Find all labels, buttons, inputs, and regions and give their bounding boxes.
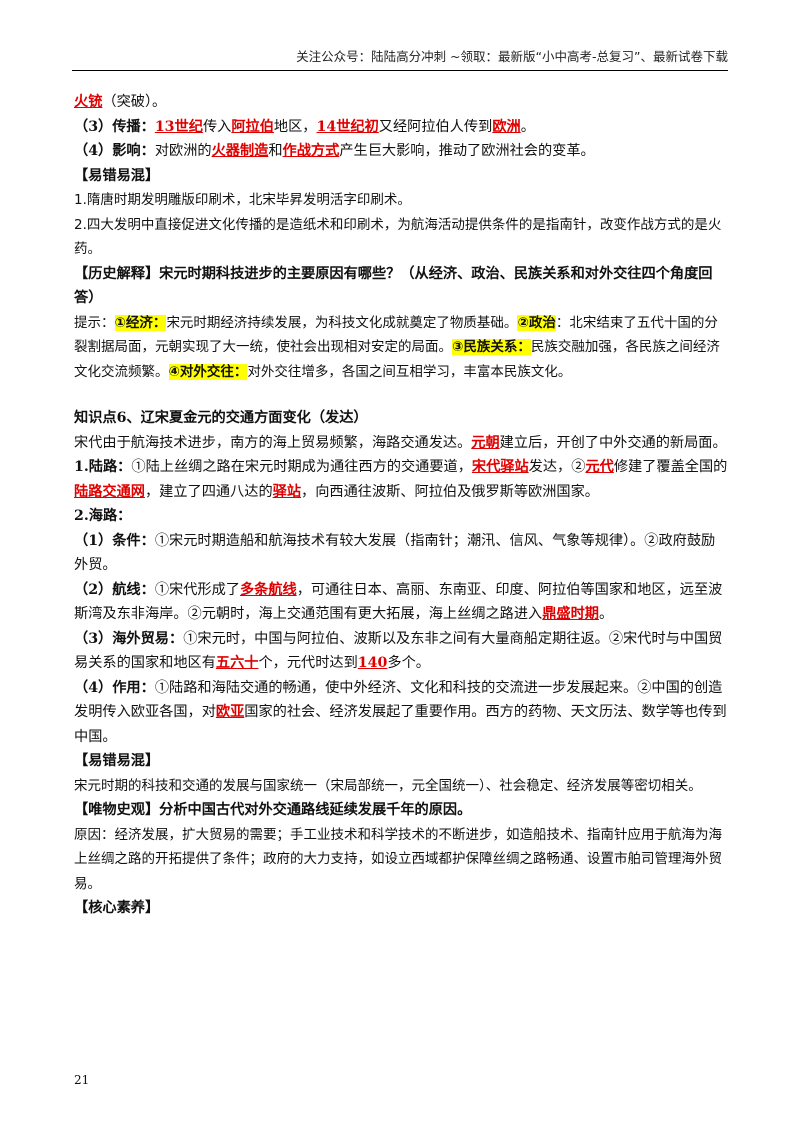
text: 修建了覆盖全国的 [613,459,728,475]
keyword: 元代 [585,459,614,475]
sea-route-heading: 2.海路： [74,508,132,524]
highlight: ③民族关系： [452,339,531,355]
text: 。 [598,606,614,622]
text: ①宋元时期造船和航海技术有较大发展（指南针；潮汛、信风、气象等规律）。②政府鼓励… [74,532,716,574]
text: ①陆路和海陆交通的畅通，使中外经济、文化和科技的交流进一步发展起来。②中国的创造… [74,679,723,721]
paragraph-four-inventions: 2.四大发明中直接促进文化传播的是造纸术和印刷术，为航海活动提供条件的是指南针，… [74,216,722,258]
text: ①陆上丝绸之路在宋元时期成为通往西方的交通要道， [131,459,472,475]
text: 宋代由于航海技术进步，南方的海上贸易频繁，海路交通发达。 [74,434,472,451]
spacer [74,384,728,406]
keyword: 陆路交通网 [74,483,145,500]
section-label-materialism: 【唯物史观】分析中国古代对外交通路线延续发展千年的原因。 [74,802,472,818]
section-label-core-literacy: 【核心素养】 [74,900,160,916]
page-number: 21 [74,1073,90,1087]
text: ①宋元时，中国与阿拉伯、波斯以及东非之间有大量商船定期往返。②宋代时与中国贸易关… [74,630,723,672]
text: 提示： [74,314,115,331]
keyword: 作战方式 [282,143,340,159]
item-heading: （1）条件： [74,532,155,549]
keyword: 五六十 [215,655,259,671]
header-divider [72,70,728,71]
paragraph-hint: 提示：①经济：宋元时期经济持续发展，为科技文化成就奠定了物质基础。②政治：北宋结… [74,311,728,385]
paragraph-firearm: 火铳（突破）。 [74,90,728,115]
text: 民族交融加强，各民族之间经济文化交流频繁。 [74,339,720,380]
keyword: 多条航线 [239,581,297,598]
section-title-transport: 知识点6、辽宋夏金元的交通方面变化（发达） [74,410,368,426]
keyword: 驿站 [272,483,302,500]
highlight: ④对外交往： [168,363,248,380]
item-heading: （4）作用： [74,679,155,696]
paragraph-land-route: 1.陆路：①陆上丝绸之路在宋元时期成为通往西方的交通要道，宋代驿站发达，②元代修… [74,455,728,504]
keyword: 13世纪 [154,118,203,135]
text: 产生巨大影响，推动了欧洲社会的变革。 [339,143,595,159]
keyword: 宋代驿站 [471,459,529,475]
paragraph-development: 宋元时期的科技和交通的发展与国家统一（宋局部统一，元全国统一）、社会稳定、经济发… [74,777,702,794]
text: 对欧洲的 [154,143,212,159]
text: 个，元代时达到 [258,655,358,671]
text: 和 [268,143,283,159]
item-heading: （3）海外贸易： [74,630,184,647]
section-label-history-explanation: 【历史解释】宋元时期科技进步的主要原因有哪些？（从经济、政治、民族关系和对外交往… [74,265,713,307]
text: 建立后，开创了中外交通的新局面。 [499,434,727,451]
keyword: 火铳 [74,94,103,110]
paragraph-song-navigation: 宋代由于航海技术进步，南方的海上贸易频繁，海路交通发达。元朝建立后，开创了中外交… [74,431,728,456]
text: 国家的社会、经济发展起了重要作用。西方的药物、天文历法、数学等也传到中国。 [74,704,727,745]
keyword: 火器制造 [211,143,269,159]
item-heading: 1.陆路： [74,459,132,475]
paragraph-reasons: 原因：经济发展，扩大贸易的需要；手工业技术和科学技术的不断进步，如造船技术、指南… [74,826,722,892]
text: ①宋代形成了 [154,581,240,598]
document-body: 火铳（突破）。 （3）传播：13世纪传入阿拉伯地区，14世纪初又经阿拉伯人传到欧… [74,90,728,921]
text: 。 [520,118,535,135]
paragraph-spread: （3）传播：13世纪传入阿拉伯地区，14世纪初又经阿拉伯人传到欧洲。 [74,115,728,140]
paragraph-sea-lanes: （2）航线：①宋代形成了多条航线，可通往日本、高丽、东南亚、印度、阿拉伯等国家和… [74,578,728,627]
paragraph-effects: （4）作用：①陆路和海陆交通的畅通，使中外经济、文化和科技的交流进一步发展起来。… [74,676,728,750]
paragraph-overseas-trade: （3）海外贸易：①宋元时，中国与阿拉伯、波斯以及东非之间有大量商船定期往返。②宋… [74,627,728,676]
highlight: ①经济： [114,314,167,331]
text: 又经阿拉伯人传到 [378,118,493,135]
text: ：北宋结束了五代十国的分裂割据局面，元朝实现了大一统，使社会出现相对安定的局面。 [74,314,718,356]
paragraph-printing: 1.隋唐时期发明雕版印刷术，北宋毕昇发明活字印刷术。 [74,192,411,208]
keyword: 欧洲 [492,118,521,135]
text: ，可通往日本、高丽、东南亚、印度、阿拉伯等国家和地区，远至波斯湾及东非海岸。②元… [74,581,723,623]
section-label-confusion-2: 【易错易混】 [74,753,160,769]
paragraph-impact: （4）影响：对欧洲的火器制造和作战方式产生巨大影响，推动了欧洲社会的变革。 [74,139,728,164]
text: 多个。 [387,655,430,671]
keyword: 元朝 [471,434,500,451]
text: ，向西通往波斯、阿拉伯及俄罗斯等欧洲国家。 [301,483,599,500]
item-heading: （4）影响： [74,143,155,159]
keyword: 欧亚 [215,704,245,720]
text: 发达，② [528,459,586,475]
paragraph-conditions: （1）条件：①宋元时期造船和航海技术有较大发展（指南针；潮汛、信风、气象等规律）… [74,529,728,578]
highlight: ②政治 [517,314,556,331]
text: ，建立了四通八达的 [144,483,273,500]
text: （突破）。 [102,94,167,110]
text: 对外交往增多，各国之间互相学习，丰富本民族文化。 [247,363,572,380]
page-header: 关注公众号：陆陆高分冲刺 ~领取：最新版“小中高考-总复习”、最新试卷下载 [296,49,728,64]
item-heading: （2）航线： [74,581,155,598]
keyword: 鼎盛时期 [542,606,599,622]
keyword: 140 [357,655,388,671]
text: 宋元时期经济持续发展，为科技文化成就奠定了物质基础。 [166,314,518,331]
item-heading: （3）传播： [74,118,155,135]
text: 传入 [202,118,232,135]
text: 地区， [273,118,317,135]
section-label-confusion: 【易错易混】 [74,167,160,184]
keyword: 阿拉伯 [231,118,274,135]
keyword: 14世纪初 [316,118,379,135]
